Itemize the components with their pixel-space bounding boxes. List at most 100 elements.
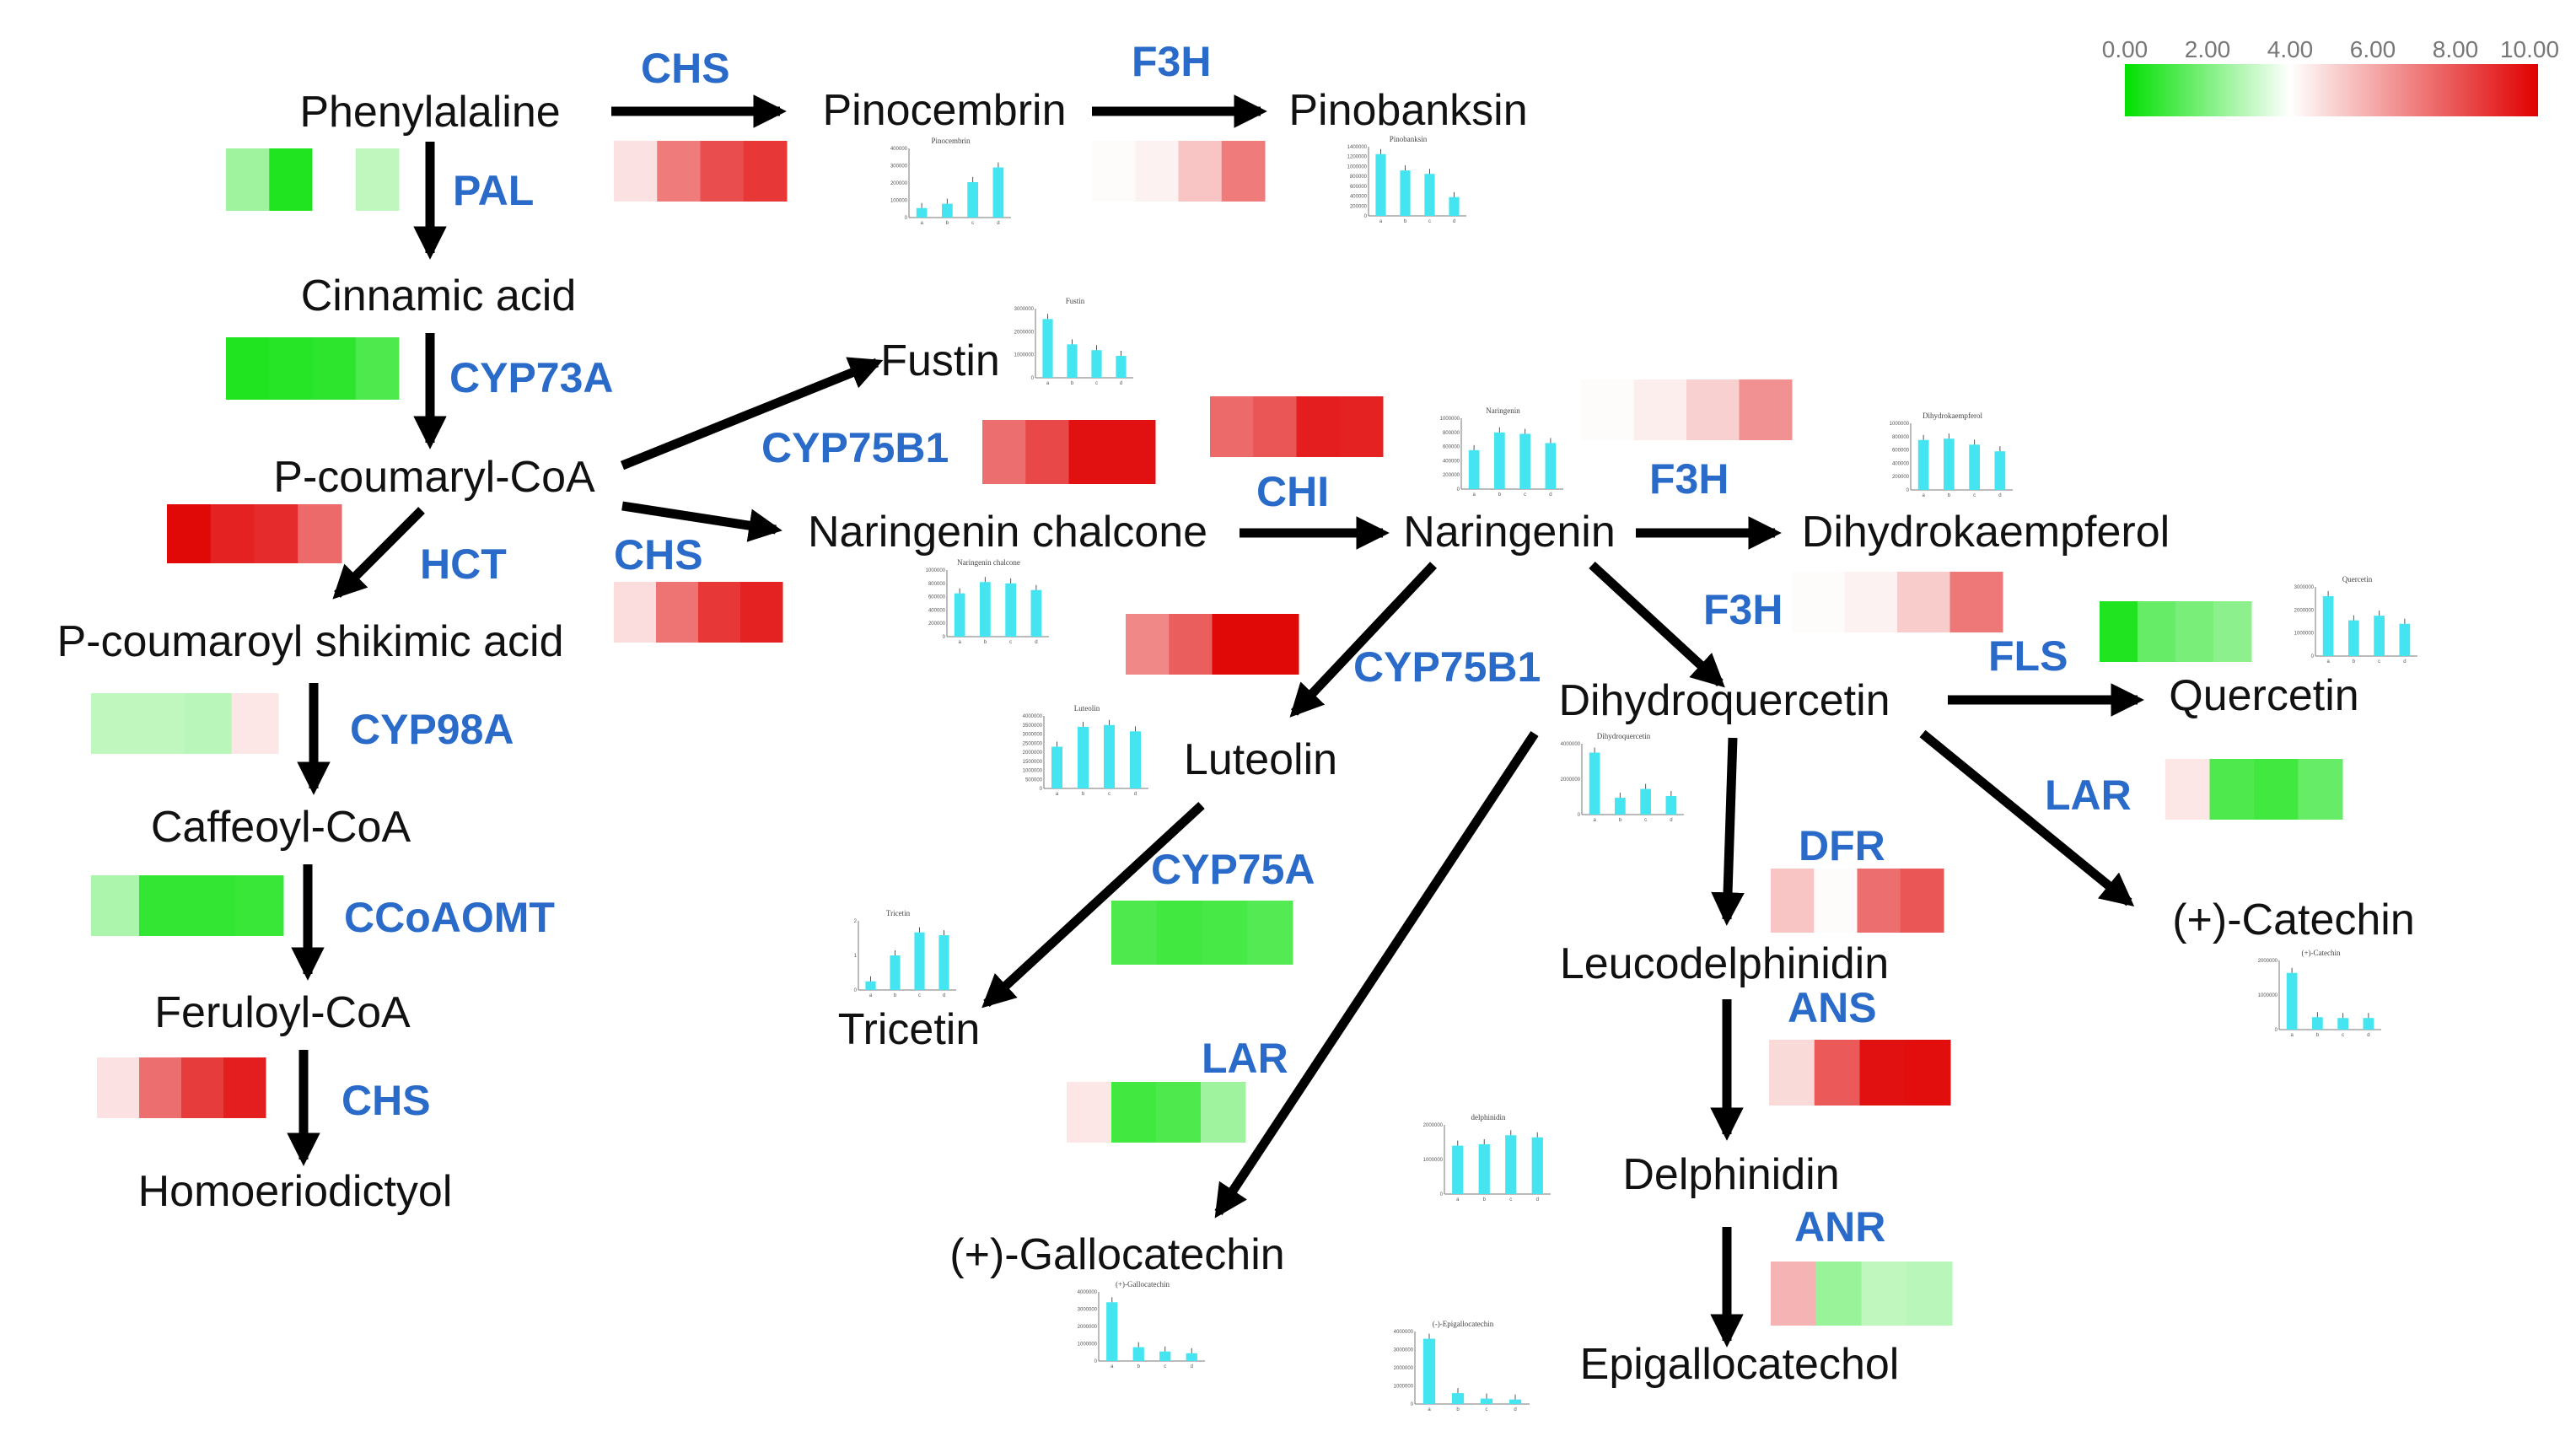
y-tick-label: 2000000 (1078, 1325, 1098, 1330)
y-tick-label: 2000000 (1561, 777, 1581, 783)
x-tick-label: c (2378, 659, 2380, 664)
bar (1030, 589, 1042, 637)
heatmap-cell (1581, 379, 1634, 440)
x-tick-label: d (2403, 659, 2406, 664)
heatmap-cell (355, 337, 400, 400)
chart-epigallocatechol: (-)-Epigallocatechin01000000200000030000… (1394, 1320, 1530, 1412)
heatmap-cell (700, 141, 745, 202)
y-tick-label: 2500000 (1023, 741, 1043, 746)
heatmap-cell (1861, 1262, 1907, 1326)
heatmap-cell (223, 1057, 266, 1118)
chart-title: Naringenin (1486, 406, 1520, 415)
y-tick-label: 500000 (1025, 777, 1043, 783)
y-tick-label: 1000000 (1014, 353, 1035, 358)
bar (2363, 1018, 2374, 1030)
heatmap-chs-homoeriodictyol (97, 1057, 266, 1118)
metabolite-delphinidin: Delphinidin (1622, 1150, 1839, 1199)
bar (1944, 438, 1955, 490)
y-tick-label: 3000000 (1023, 733, 1043, 738)
heatmap-cell (231, 693, 279, 754)
y-tick-label: 200000 (890, 181, 908, 186)
y-tick-label: 0 (2311, 654, 2315, 659)
x-tick-label: c (1009, 640, 1012, 645)
bar (980, 582, 991, 637)
color-scale-bar (2125, 64, 2538, 116)
metabolite-pinocembrin: Pinocembrin (822, 86, 1066, 135)
y-tick-label: 1000000 (1078, 1342, 1098, 1348)
heatmap-cell (312, 337, 357, 400)
y-tick-label: 1 (854, 954, 858, 959)
bar (2374, 616, 2385, 656)
y-tick-label: 2 (854, 919, 858, 924)
y-tick-label: 2000000 (1394, 1366, 1414, 1371)
arrow-dihydroquercetin-catechin (1919, 729, 2135, 907)
enzyme-ans: ANS (1788, 984, 1877, 1031)
metabolite-naringenin: Naringenin (1403, 508, 1616, 557)
bar (1545, 443, 1557, 489)
legend-tick-5: 10.00 (2500, 36, 2559, 62)
bar (1615, 798, 1626, 815)
x-tick-label: b (1071, 381, 1074, 386)
y-tick-label: 0 (1364, 214, 1368, 219)
metabolite-gallocatechin: (+)-Gallocatechin (949, 1230, 1284, 1279)
enzyme-dfr: DFR (1799, 822, 1885, 869)
bar (916, 207, 928, 218)
x-tick-label: b (2316, 1033, 2320, 1038)
bar (2322, 595, 2334, 656)
enzyme-cyp73a: CYP73A (449, 354, 614, 401)
chart-title: (+)-Catechin (2301, 949, 2341, 957)
x-tick-label: b (894, 993, 897, 998)
heatmap-cell (1068, 420, 1113, 484)
chart-title: Luteolin (1074, 704, 1100, 713)
heatmap-chs-chalcone (614, 582, 783, 643)
heatmap-cell (139, 1057, 182, 1118)
chart-title: Fustin (1066, 297, 1085, 305)
heatmap-cell (1111, 420, 1156, 484)
x-tick-label: c (1095, 381, 1098, 386)
metabolite-dihydrokaempferol: Dihydrokaempferol (1802, 508, 2170, 557)
metabolite-dihydroquercetin: Dihydroquercetin (1558, 676, 1890, 725)
y-tick-label: 600000 (1892, 449, 1910, 454)
y-tick-label: 0 (1578, 813, 1581, 818)
x-tick-label: d (997, 221, 999, 226)
y-tick-label: 3500000 (1023, 724, 1043, 729)
heatmap-cyp75b1-fustin (982, 420, 1156, 484)
heatmap-cell (2213, 601, 2252, 662)
y-tick-label: 200000 (1350, 204, 1368, 209)
heatmap-cell (1135, 141, 1179, 202)
y-tick-label: 1200000 (1347, 155, 1368, 160)
x-tick-label: d (1670, 818, 1672, 823)
x-tick-label: d (1134, 792, 1137, 797)
x-tick-label: b (1619, 818, 1622, 823)
y-tick-label: 800000 (1892, 435, 1910, 440)
x-tick-label: b (1082, 792, 1085, 797)
heatmap-cell (1111, 1082, 1157, 1143)
x-tick-label: a (1593, 818, 1596, 823)
bar (992, 167, 1004, 218)
heatmap-cell (982, 420, 1026, 484)
y-tick-label: 600000 (1443, 445, 1460, 450)
chart-title: Dihydrokaempferol (1923, 412, 1982, 420)
y-tick-label: 0 (1031, 376, 1035, 381)
heatmap-anr (1771, 1262, 1953, 1326)
y-tick-label: 0 (854, 988, 858, 993)
heatmap-cell (1339, 396, 1384, 457)
y-tick-label: 3000000 (1014, 307, 1035, 312)
y-tick-label: 2000000 (2258, 959, 2278, 964)
legend-tick-1: 2.00 (2185, 36, 2231, 62)
x-tick-label: c (1164, 1364, 1166, 1369)
bar (1400, 170, 1411, 216)
heatmap-cell (1949, 572, 2003, 632)
x-tick-label: b (984, 640, 987, 645)
bar (1103, 724, 1116, 788)
enzyme-cyp75a: CYP75A (1151, 846, 1315, 893)
enzyme-cyp75b1-fustin: CYP75B1 (761, 424, 949, 471)
chart-title: Tricetin (886, 909, 911, 917)
heatmap-lar-catechin (2165, 759, 2343, 820)
heatmap-cell (1771, 869, 1815, 933)
y-tick-label: 3000000 (1078, 1308, 1098, 1313)
y-tick-label: 2000000 (2294, 608, 2315, 613)
